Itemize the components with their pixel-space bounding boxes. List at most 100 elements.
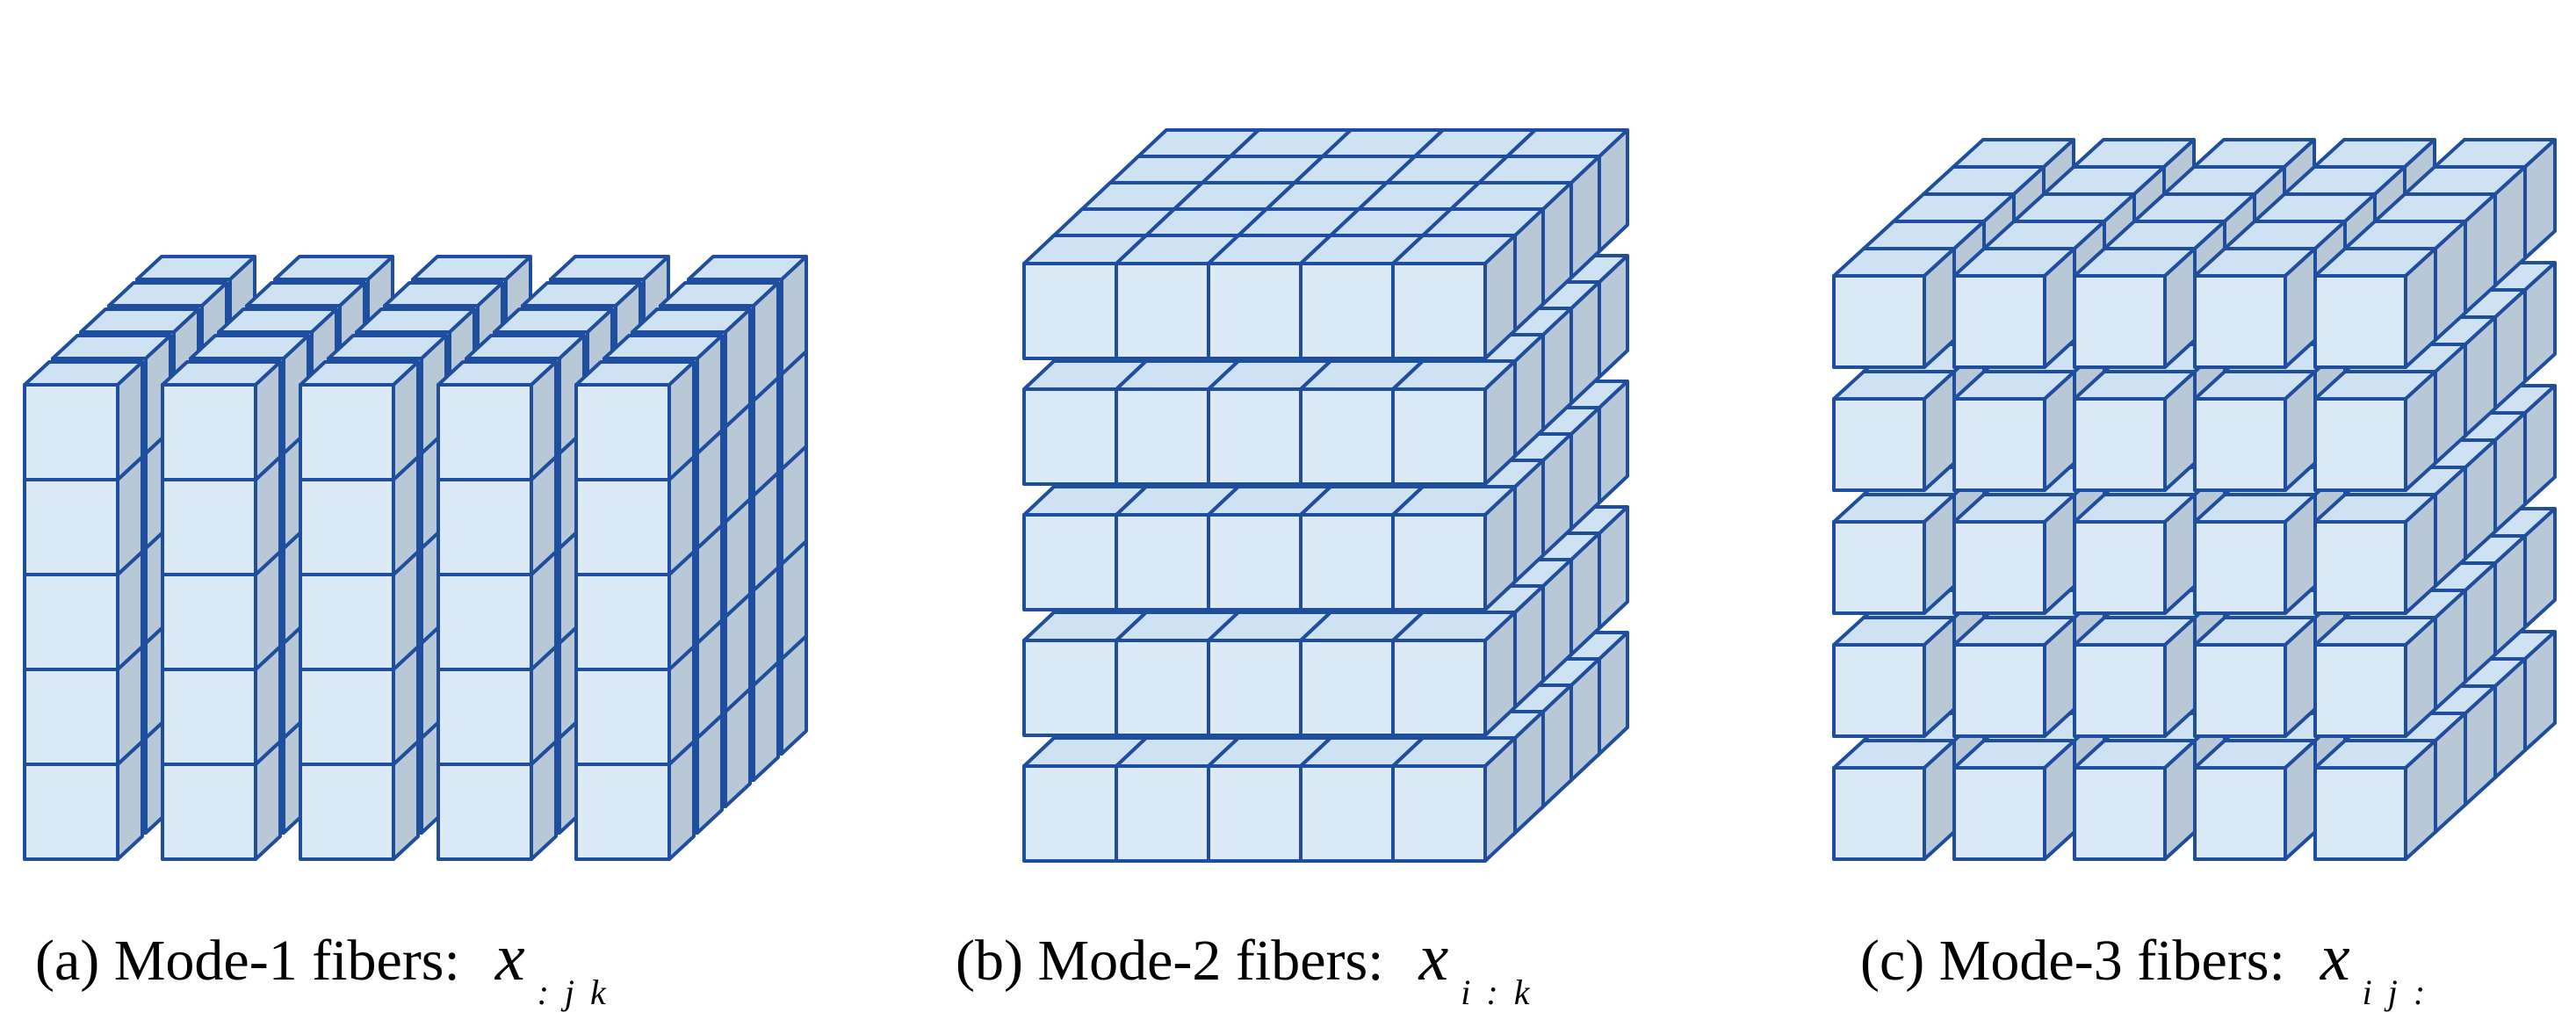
cube-front-face [2313, 274, 2407, 369]
cube-front-face [299, 668, 395, 766]
cube-front-face [1391, 387, 1487, 486]
cube-front-face [161, 763, 257, 861]
cube-front-face [1207, 764, 1302, 863]
subscript-index: i [2362, 973, 2372, 1012]
cube-front-face [1952, 274, 2046, 369]
cube-front-face [1207, 513, 1302, 611]
tensor-variable: x [2320, 921, 2350, 994]
cube-front-face [574, 573, 671, 671]
cube-front-face [2193, 274, 2287, 369]
cube-front-face [1299, 764, 1395, 863]
cube-front-face [1115, 764, 1210, 863]
mode-3-fibers-diagram [1832, 138, 2557, 861]
cube-side-face [752, 281, 780, 402]
cube-front-face [2193, 766, 2287, 861]
cube-front-face [1391, 513, 1487, 611]
cube-front-face [1115, 262, 1210, 360]
cube-front-face [2073, 274, 2167, 369]
caption-label: (b) Mode-2 fibers: [956, 929, 1384, 993]
cube-side-face [667, 360, 696, 481]
cube-front-face [2313, 520, 2407, 615]
cube-front-face [437, 478, 533, 576]
cube-front-face [1022, 262, 1118, 360]
cube-front-face [1952, 766, 2046, 861]
cube-front-face [1952, 397, 2046, 492]
tensor-variable: x [494, 921, 525, 994]
subscript-index: j [2387, 973, 2398, 1012]
fiber-subscript: i: k [1461, 973, 1545, 1012]
cube-front-face [1832, 397, 1926, 492]
cube-front-face [161, 478, 257, 576]
cube-front-face [1207, 639, 1302, 737]
cube-front-face [574, 478, 671, 576]
cube-front-face [1832, 274, 1926, 369]
cube-front-face [2313, 766, 2407, 861]
cube-front-face [161, 383, 257, 481]
mode-2-fibers-diagram [1022, 128, 1629, 863]
cube-front-face [299, 573, 395, 671]
subscript-index: k [1513, 973, 1530, 1012]
caption-label: (c) Mode-3 fibers: [1860, 929, 2285, 993]
cube-front-face [574, 383, 671, 481]
cube-front-face [1391, 639, 1487, 737]
cube-side-face [116, 360, 144, 481]
cube-side-face [254, 360, 282, 481]
cube-front-face [437, 668, 533, 766]
cube-front-face [1207, 262, 1302, 360]
cube-front-face [2313, 397, 2407, 492]
cube-front-face [1832, 643, 1926, 738]
cube-front-face [1952, 520, 2046, 615]
cube-front-face [2073, 643, 2167, 738]
cube-front-face [1832, 766, 1926, 861]
tensor-variable: x [1418, 921, 1449, 994]
cube-front-face [23, 668, 119, 766]
cube-front-face [2073, 520, 2167, 615]
cube-front-face [1299, 639, 1395, 737]
cube-front-face [574, 763, 671, 861]
subscript-index: k [590, 973, 606, 1012]
cube-front-face [1299, 387, 1395, 486]
cube-side-face [530, 360, 558, 481]
cube-front-face [1391, 764, 1487, 863]
subscript-index: : [2413, 973, 2426, 1012]
cube-front-face [2193, 643, 2287, 738]
cube-front-face [299, 763, 395, 861]
cube-front-face [1299, 262, 1395, 360]
cube-front-face [2193, 520, 2287, 615]
cube-side-face [392, 360, 420, 481]
subscript-index: i [1461, 973, 1471, 1012]
cube-front-face [1115, 387, 1210, 486]
cube-front-face [23, 763, 119, 861]
cube-front-face [1022, 639, 1118, 737]
cube-front-face [437, 763, 533, 861]
cube-front-face [2073, 766, 2167, 861]
cube-front-face [1832, 520, 1926, 615]
cube-front-face [161, 573, 257, 671]
cube-front-face [1952, 643, 2046, 738]
cube-front-face [1299, 513, 1395, 611]
caption-label: (a) Mode-1 fibers: [35, 929, 460, 993]
cube-front-face [1022, 764, 1118, 863]
cube-front-face [161, 668, 257, 766]
cube-front-face [23, 383, 119, 481]
cube-front-face [1022, 387, 1118, 486]
cube-front-face [1115, 639, 1210, 737]
cube-front-face [1207, 387, 1302, 486]
cube-front-face [23, 478, 119, 576]
cube-front-face [574, 668, 671, 766]
mode-1-fibers-diagram [23, 255, 808, 861]
cube-front-face [437, 573, 533, 671]
cube-front-face [299, 383, 395, 481]
cube-front-face [2313, 643, 2407, 738]
subscript-index: j [564, 973, 575, 1012]
cube-front-face [437, 383, 533, 481]
cube-front-face [1391, 262, 1487, 360]
cube-front-face [2073, 397, 2167, 492]
subscript-index: : [1486, 973, 1498, 1012]
cube-side-face [780, 255, 808, 376]
